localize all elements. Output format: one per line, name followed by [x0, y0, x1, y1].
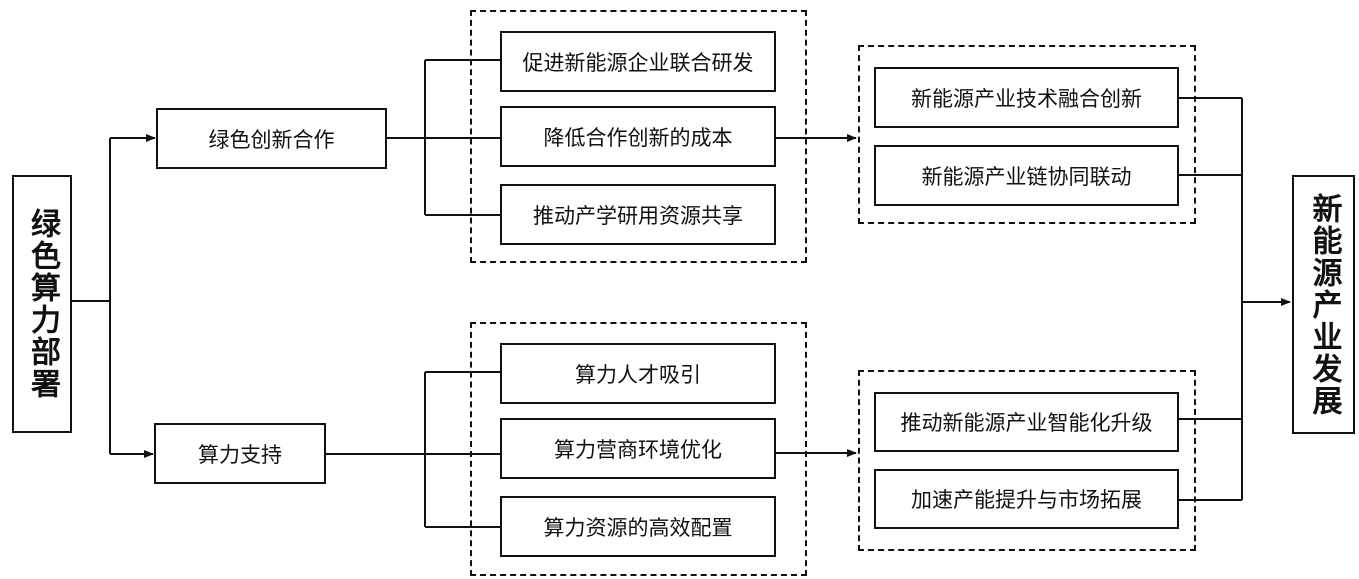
mechanism-label: 推动产学研用资源共享	[533, 203, 743, 228]
mechanism-label: 降低合作创新的成本	[543, 125, 733, 150]
mechanism-group-1	[470, 10, 807, 263]
mechanism-box: 算力资源的高效配置	[500, 496, 776, 557]
outcome-box: 加速产能提升与市场拓展	[874, 469, 1179, 529]
outcome-label: 加速产能提升与市场拓展	[911, 488, 1142, 512]
branch-2-box: 算力支持	[154, 423, 326, 484]
target-label: 新能源产业发展	[1306, 192, 1342, 417]
outcome-label: 新能源产业链协同联动	[921, 164, 1132, 189]
outcome-group-2	[858, 370, 1196, 551]
source-connector	[71, 138, 111, 454]
outcome-label: 推动新能源产业智能化升级	[900, 411, 1153, 435]
mechanism-group-2	[470, 322, 807, 576]
mechanism-label: 算力人才吸引	[575, 362, 701, 387]
mechanism-box: 算力人才吸引	[500, 343, 776, 404]
merge-connector	[1178, 97, 1243, 501]
branch-2-bracket	[325, 371, 500, 528]
outcome-box: 推动新能源产业智能化升级	[874, 392, 1179, 452]
mechanism-box: 促进新能源企业联合研发	[500, 31, 776, 92]
mechanism-label: 算力资源的高效配置	[543, 515, 733, 540]
mechanism-label: 算力营商环境优化	[554, 437, 722, 462]
outcome-box: 新能源产业链协同联动	[874, 145, 1179, 206]
mechanism-box: 算力营商环境优化	[500, 418, 776, 479]
mechanism-label: 促进新能源企业联合研发	[522, 50, 754, 75]
outcome-group-1	[858, 45, 1196, 224]
branch-1-bracket	[386, 59, 500, 216]
outcome-label: 新能源产业技术融合创新	[911, 86, 1142, 111]
source-box: 绿色算力部署	[12, 175, 72, 433]
outcome-box: 新能源产业技术融合创新	[874, 67, 1179, 128]
branch-1-box: 绿色创新合作	[156, 108, 387, 169]
branch-2-label: 算力支持	[198, 442, 282, 467]
mechanism-box: 推动产学研用资源共享	[500, 184, 776, 245]
target-box: 新能源产业发展	[1292, 175, 1355, 434]
branch-1-label: 绿色创新合作	[208, 127, 335, 152]
source-label: 绿色算力部署	[25, 208, 60, 400]
mechanism-box: 降低合作创新的成本	[500, 106, 776, 167]
